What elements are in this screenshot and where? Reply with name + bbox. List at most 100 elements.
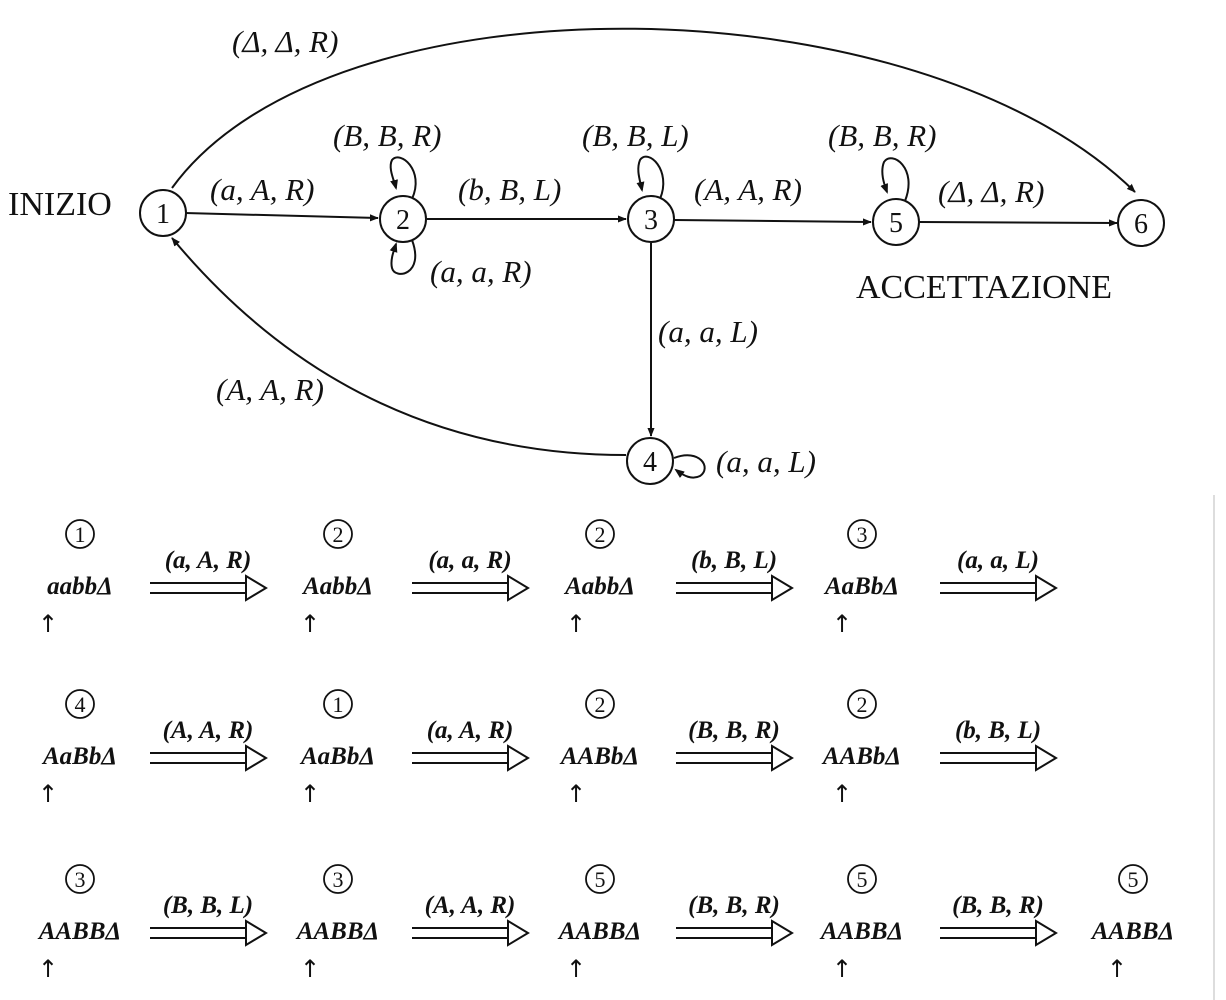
trace-state-number: 2: [595, 522, 606, 547]
trace-state-circle: [323, 519, 353, 549]
tape-head-arrow: ↑: [38, 780, 58, 808]
trace-state-circle: [585, 864, 615, 894]
trace-state-number: 3: [333, 867, 344, 892]
tape-head-arrow: ↑: [566, 780, 586, 808]
trace-state-circle: [847, 864, 877, 894]
tape-head-arrow: ↑: [38, 610, 58, 638]
trace-tape: AABBΔ: [37, 918, 121, 945]
trace-move-arrow: [676, 574, 794, 602]
trace-move-label: (B, B, R): [952, 892, 1044, 919]
transition-2-3-label: (b, B, L): [458, 172, 561, 207]
transition-2-loop-bottom-label: (a, a, R): [430, 254, 532, 289]
trace-move-arrow: [940, 919, 1058, 947]
loop-2-bottom: [389, 239, 417, 275]
transition-4-1-label: (A, A, R): [216, 372, 324, 407]
trace-state-number: 5: [857, 867, 868, 892]
trace-tape: AABBΔ: [295, 918, 379, 945]
edge-5-6: [918, 219, 1118, 227]
trace-move-label: (A, A, R): [425, 892, 516, 919]
trace-state-number: 3: [857, 522, 868, 547]
transition-2-loop-top-label: (B, B, R): [333, 118, 441, 153]
state-1-label: 1: [156, 199, 170, 230]
trace-move-arrow: [412, 744, 530, 772]
trace-move-arrow: [412, 574, 530, 602]
trace-move-label: (A, A, R): [163, 717, 254, 744]
trace-state-number: 2: [595, 692, 606, 717]
trace-state-number: 5: [1128, 867, 1139, 892]
transition-5-loop-label: (B, B, R): [828, 118, 936, 153]
trace-move-arrow: [150, 574, 268, 602]
loop-2-top: [389, 156, 417, 200]
transition-1-2-label: (a, A, R): [210, 172, 314, 207]
trace-state-number: 1: [75, 522, 86, 547]
loop-4-right: [673, 454, 706, 479]
state-6-node: [1117, 199, 1165, 247]
transition-3-4-label: (a, a, L): [658, 314, 758, 349]
state-3-label: 3: [644, 205, 658, 236]
state-5-label: 5: [889, 208, 903, 239]
state-5-node: [872, 198, 920, 246]
edge-1-6: [171, 27, 1136, 193]
trace-move-label: (a, a, L): [957, 547, 1039, 574]
trace-state-circle: [65, 864, 95, 894]
trace-state-circle: [585, 689, 615, 719]
state-6-label: 6: [1134, 209, 1148, 240]
trace-tape: AABbΔ: [559, 743, 639, 770]
trace-state-circle: [65, 519, 95, 549]
trace-move-arrow: [940, 574, 1058, 602]
trace-tape: AabbΔ: [301, 573, 373, 600]
trace-state-number: 2: [333, 522, 344, 547]
trace-tape: AaBbΔ: [823, 573, 899, 600]
state-4-label: 4: [643, 447, 657, 478]
trace-state-number: 5: [595, 867, 606, 892]
trace-state-circle: [847, 519, 877, 549]
transition-3-loop-label: (B, B, L): [582, 118, 689, 153]
trace-move-arrow: [412, 919, 530, 947]
trace-tape: AABBΔ: [1090, 918, 1174, 945]
tape-head-arrow: ↑: [566, 955, 586, 983]
trace-state-circle: [847, 689, 877, 719]
loop-3-top: [636, 155, 665, 200]
trace-tape: AabbΔ: [563, 573, 635, 600]
edge-4-1: [171, 237, 627, 456]
trace-tape: AaBbΔ: [41, 743, 117, 770]
trace-state-circle: [585, 519, 615, 549]
trace-tape: AABbΔ: [821, 743, 901, 770]
trace-move-label: (b, B, L): [691, 547, 777, 574]
state-graph: [139, 27, 1165, 485]
trace-tape: AABBΔ: [557, 918, 641, 945]
tape-head-arrow: ↑: [832, 780, 852, 808]
transition-5-6-label: (Δ, Δ, R): [938, 174, 1044, 209]
trace-state-circle: [65, 689, 95, 719]
trace-move-arrow: [676, 919, 794, 947]
tape-head-arrow: ↑: [832, 955, 852, 983]
trace-move-label: (a, A, R): [427, 717, 514, 744]
tape-head-arrow: ↑: [300, 780, 320, 808]
state-1-node: [139, 189, 187, 237]
state-2-label: 2: [396, 205, 410, 236]
trace-move-label: (B, B, R): [688, 892, 780, 919]
transition-1-6-label: (Δ, Δ, R): [232, 24, 338, 59]
transition-3-5-label: (A, A, R): [694, 172, 802, 207]
edge-1-2: [184, 212, 379, 222]
tape-head-arrow: ↑: [38, 955, 58, 983]
trace-move-arrow: [940, 744, 1058, 772]
trace-tape: aabbΔ: [47, 573, 113, 600]
state-2-node: [379, 195, 427, 243]
trace-state-number: 2: [857, 692, 868, 717]
tape-head-arrow: ↑: [1107, 955, 1127, 983]
trace-state-circle: [323, 864, 353, 894]
tape-head-arrow: ↑: [300, 610, 320, 638]
state-4-node: [626, 437, 674, 485]
start-label: INIZIO: [8, 186, 112, 223]
trace-move-label: (B, B, R): [688, 717, 780, 744]
tape-head-arrow: ↑: [300, 955, 320, 983]
tape-head-arrow: ↑: [566, 610, 586, 638]
trace-move-arrow: [150, 744, 268, 772]
trace-move-label: (B, B, L): [163, 892, 253, 919]
trace-move-label: (a, a, R): [428, 547, 511, 574]
trace-move-label: (b, B, L): [955, 717, 1041, 744]
tape-head-arrow: ↑: [832, 610, 852, 638]
trace-state-number: 4: [75, 692, 86, 717]
